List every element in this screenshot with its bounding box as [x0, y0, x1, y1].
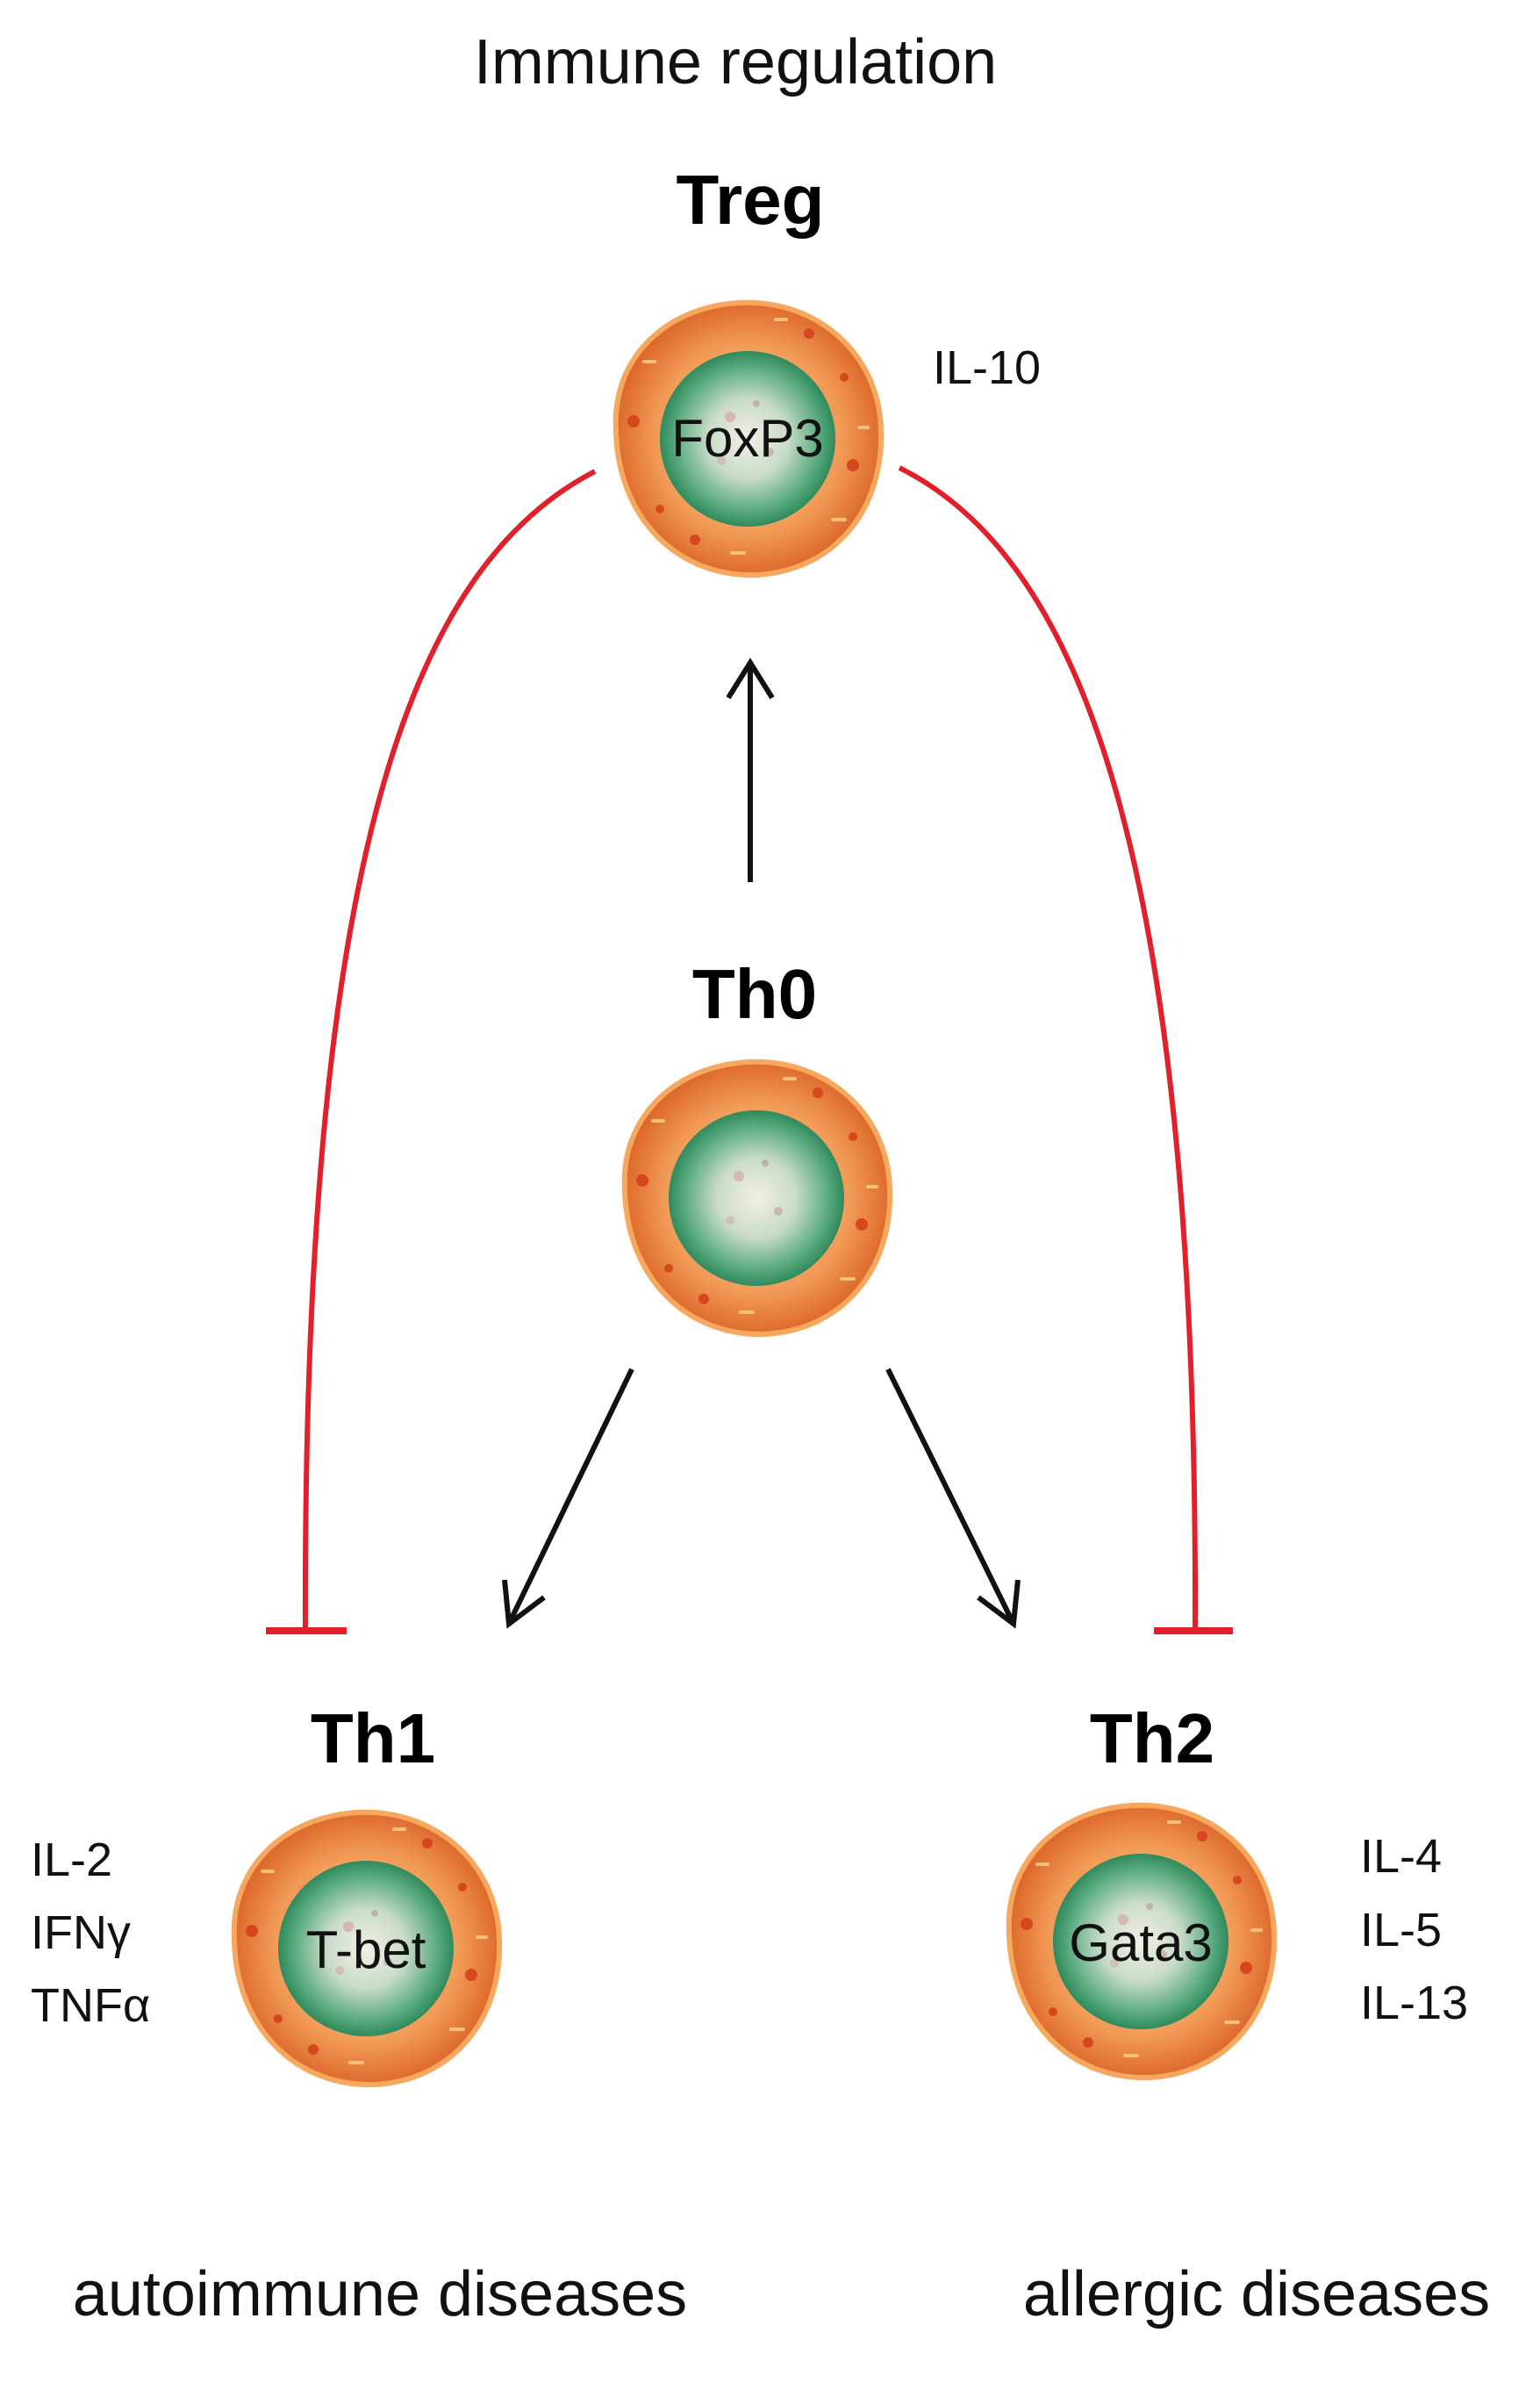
treg-cytokine-il10: IL-10: [933, 341, 1041, 394]
th0-to-th1-arrow: [506, 1367, 634, 1626]
treg-inhibits-th2-line: [898, 465, 1199, 1632]
treg-transcription-factor: FoxP3: [671, 409, 823, 468]
th0-to-th1-arrowhead: [502, 1579, 546, 1629]
treg-label: Treg: [677, 161, 825, 239]
th1-transcription-factor: T-bet: [306, 1920, 426, 1979]
th0-to-treg-arrowhead: [726, 657, 775, 700]
th1-label: Th1: [311, 1699, 435, 1777]
th2-cytokine-il5: IL-5: [1360, 1904, 1442, 1956]
autoimmune-diseases-label: autoimmune diseases: [73, 2259, 687, 2329]
th1-cytokine-il2: IL-2: [31, 1834, 112, 1886]
treg-cell: FoxP3: [616, 303, 881, 575]
th2-cytokine-il4: IL-4: [1360, 1830, 1442, 1883]
th1-cell: T-bet: [234, 1812, 499, 2085]
th1-cytokine-ifng: IFNγ: [31, 1906, 131, 1959]
diagram-title: Immune regulation: [474, 27, 997, 97]
allergic-diseases-label: allergic diseases: [1023, 2259, 1490, 2329]
th2-transcription-factor: Gata3: [1069, 1913, 1212, 1972]
th0-cell: [625, 1062, 890, 1334]
th0-label: Th0: [692, 955, 817, 1033]
th0-to-th2-arrow: [885, 1367, 1016, 1626]
th2-cell: Gata3: [1009, 1805, 1274, 2078]
th0-to-th2-arrowhead: [977, 1579, 1021, 1629]
th1-cytokine-tnfa: TNFα: [31, 1979, 150, 2032]
treg-inhibits-th1-line: [302, 469, 597, 1632]
th2-cytokine-il13: IL-13: [1360, 1977, 1468, 2029]
th2-label: Th2: [1090, 1699, 1214, 1777]
